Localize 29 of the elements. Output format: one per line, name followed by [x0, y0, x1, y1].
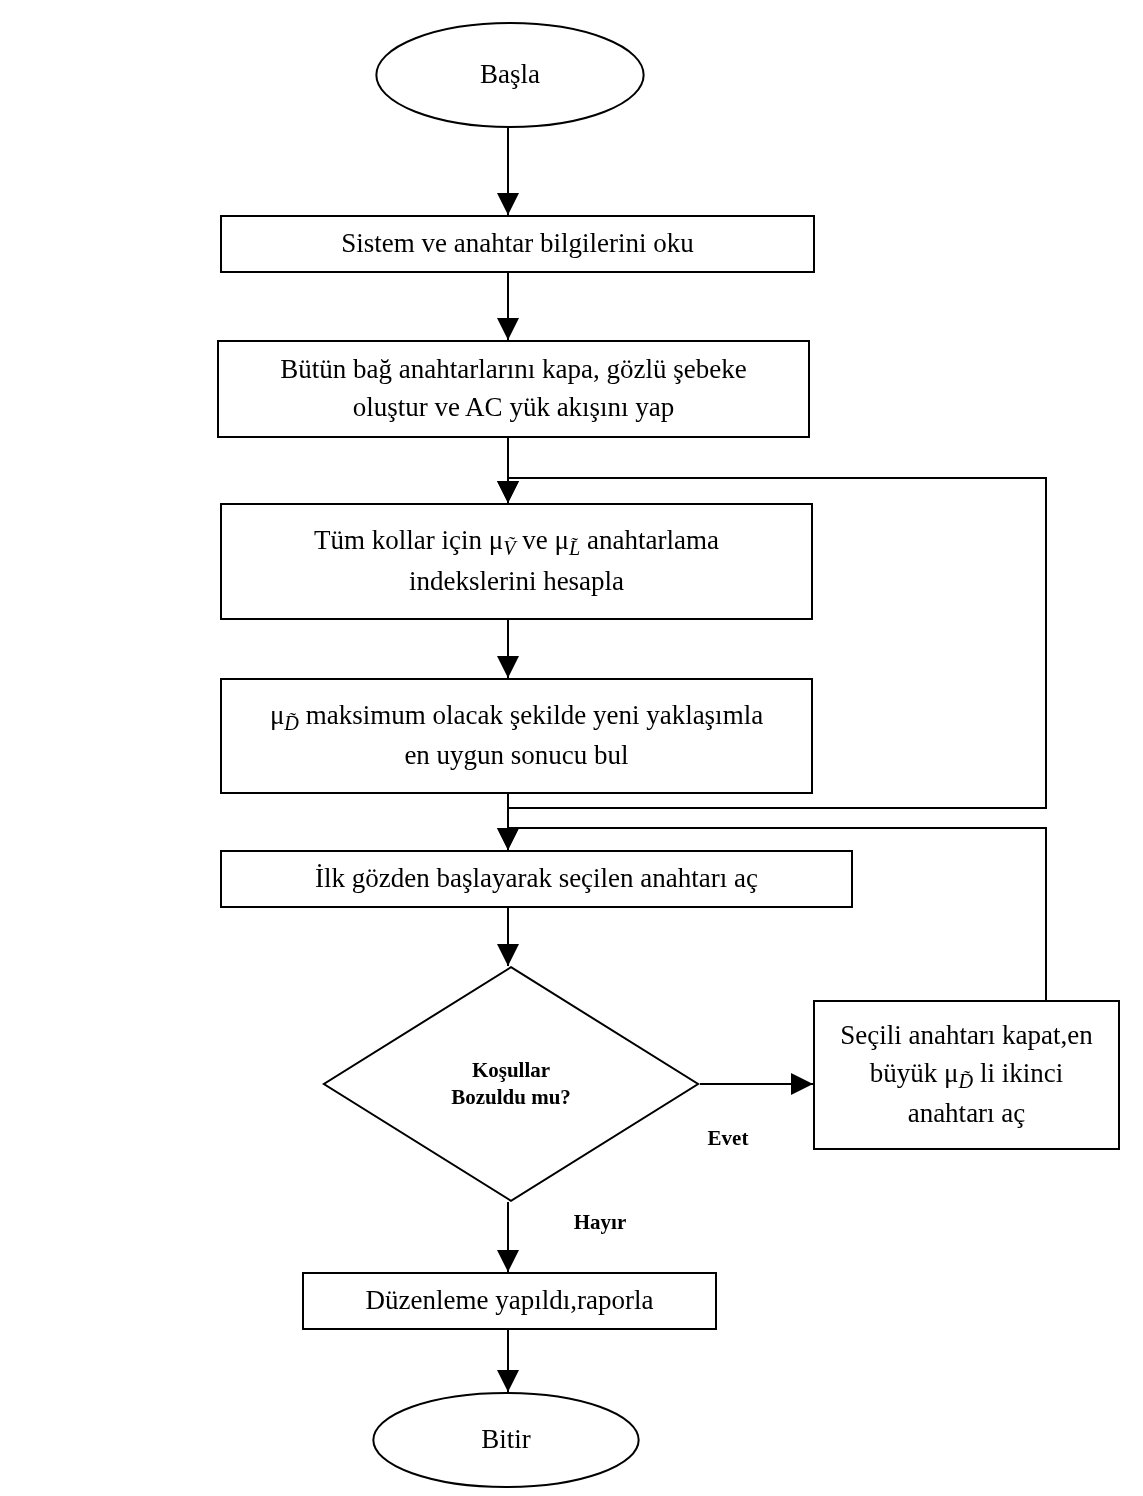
arrow	[497, 907, 519, 967]
node-text: Koşullar Bozuldu mu?	[450, 1056, 572, 1111]
arrow	[497, 272, 519, 341]
arrow	[497, 1201, 519, 1273]
node-text: Düzenleme yapıldı,raporla	[365, 1284, 654, 1318]
process-box	[220, 678, 813, 794]
arrow	[497, 477, 1047, 809]
terminal-ellipse	[375, 22, 645, 128]
arrow	[497, 127, 519, 216]
arrow	[497, 1329, 519, 1393]
arrow	[699, 1073, 814, 1095]
node-text: μ$_{D̃}$ maksimum olacak şekilde yeni yaklaşımla en uygun sonucu bul	[268, 698, 765, 773]
process-box	[220, 503, 813, 620]
node-text: Bütün bağ anahtarlarını kapa, gözlü şebeke oluştur ve AC yük akışını yap	[279, 353, 748, 424]
arrow	[497, 619, 519, 679]
process-box	[813, 1000, 1120, 1150]
process-box	[220, 850, 853, 908]
node-text: Başla	[480, 58, 540, 92]
decision-diamond	[322, 966, 700, 1202]
terminal-ellipse	[372, 1392, 640, 1488]
node-text: Sistem ve anahtar bilgilerini oku	[341, 227, 694, 261]
process-box	[217, 340, 810, 438]
node-text: Bitir	[481, 1423, 531, 1457]
process-box	[220, 215, 815, 273]
process-box	[302, 1272, 717, 1330]
node-text: Seçili anahtarı kapat,en büyük μ$_{D̃}$ li ikinci anahtarı aç	[839, 1018, 1094, 1131]
node-text: İlk gözden başlayarak seçilen anahtarı aç	[315, 862, 758, 896]
arrow	[497, 827, 1047, 1001]
node-text: Tüm kollar için μ$_{Ṽ}$ ve μ$_{L̃}$ anahtarlama indekslerini hesapla	[313, 524, 720, 598]
